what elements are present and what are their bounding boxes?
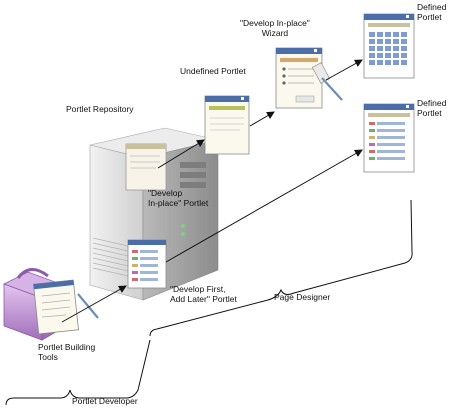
portlet-window-icon [33, 279, 79, 335]
arrow-wizard-to-defined [325, 59, 363, 81]
wizard-window-icon [275, 47, 323, 109]
undefined-portlet-label: Undefined Portlet [180, 66, 246, 76]
portlet-window-icon [127, 239, 167, 289]
defined-portlet-top-label: Defined Portlet [417, 2, 447, 22]
develop-in-place-wizard-label: "Develop In-place" Wizard [240, 18, 310, 38]
page-designer-label: Page Designer [274, 292, 331, 302]
portlet-window-icon [363, 103, 415, 173]
portlet-developer-label: Portlet Developer [72, 396, 138, 406]
develop-first-add-later-portlet-label: "Develop First, Add Later" Portlet [170, 284, 237, 304]
arrow-server-to-defined-mid [165, 149, 363, 263]
arrow-undefined-to-wizard [249, 111, 275, 127]
pen-icon [77, 293, 99, 319]
pen-icon [311, 62, 343, 101]
grid-portlet-icon [363, 13, 415, 79]
portlet-repository-label: Portlet Repository [66, 104, 134, 114]
page-designer-brace [149, 199, 413, 337]
portlet-window-icon [204, 95, 250, 155]
portlet-developer-brace [5, 339, 151, 406]
arrow-repository-to-undefined [157, 139, 205, 169]
arrow-tools-to-server [61, 285, 127, 323]
defined-portlet-mid-label: Defined Portlet [417, 98, 447, 118]
portlet-building-tools-label: Portlet Building Tools [38, 342, 96, 362]
flow-arrows [61, 59, 363, 323]
develop-in-place-portlet-label: "Develop In-place" Portlet [148, 188, 209, 208]
